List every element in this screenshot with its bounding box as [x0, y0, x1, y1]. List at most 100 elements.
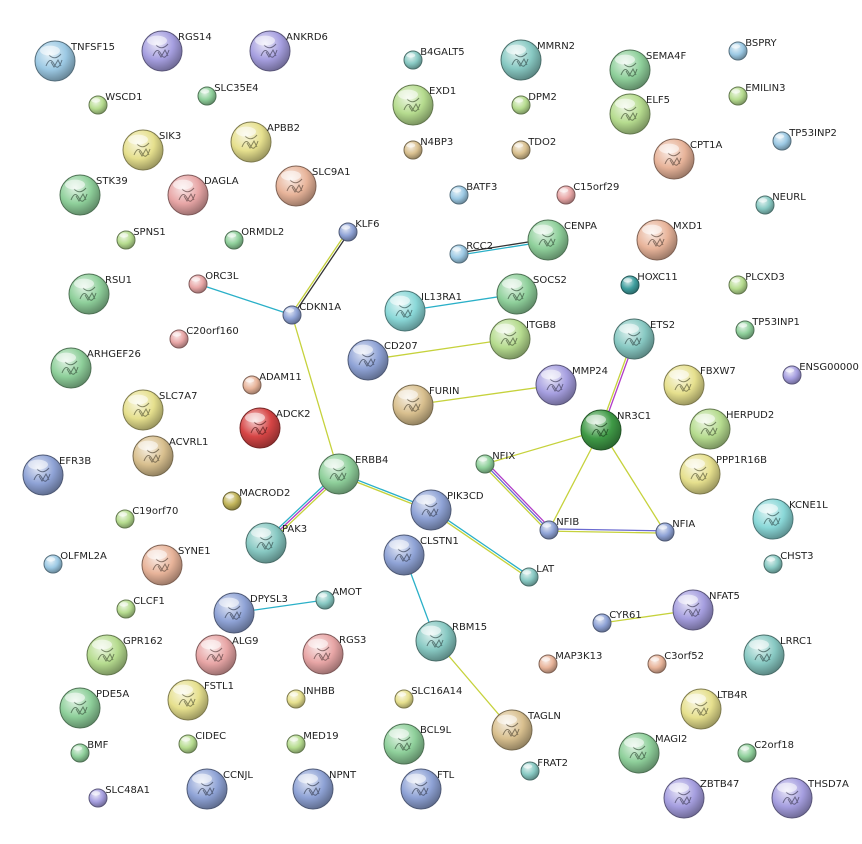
node-batf3[interactable]: BATF3 [449, 182, 497, 205]
node-nfix[interactable]: NFIX [475, 451, 515, 474]
node-mxd1[interactable]: MXD1 [636, 219, 703, 261]
node-wscd1[interactable]: WSCD1 [88, 92, 142, 115]
node-slc16a14[interactable]: SLC16A14 [394, 686, 462, 709]
node-slc7a7[interactable]: SLC7A7 [122, 389, 197, 431]
node-c2orf18[interactable]: C2orf18 [737, 740, 794, 763]
node-spns1[interactable]: SPNS1 [116, 227, 166, 250]
node-hoxc11[interactable]: HOXC11 [620, 272, 678, 295]
node-dpysl3[interactable]: DPYSL3 [213, 592, 288, 634]
node-cyr61[interactable]: CYR61 [592, 610, 642, 633]
node-exd1[interactable]: EXD1 [392, 84, 456, 126]
node-ormdl2[interactable]: ORMDL2 [224, 227, 284, 250]
node-olfml2a[interactable]: OLFML2A [43, 551, 107, 574]
node-rgs3[interactable]: RGS3 [302, 633, 366, 675]
node-cenpa[interactable]: CENPA [527, 219, 597, 261]
node-kcne1l[interactable]: KCNE1L [752, 498, 828, 540]
node-inhbb[interactable]: INHBB [286, 686, 335, 709]
node-fbxw7[interactable]: FBXW7 [663, 364, 736, 406]
node-stk39[interactable]: STK39 [59, 174, 128, 216]
node-herpud2[interactable]: HERPUD2 [689, 408, 774, 450]
node-amot[interactable]: AMOT [315, 587, 363, 610]
node-lat[interactable]: LAT [519, 564, 555, 587]
node-adck2[interactable]: ADCK2 [239, 407, 310, 449]
node-b4galt5[interactable]: B4GALT5 [403, 47, 465, 70]
node-klf6[interactable]: KLF6 [338, 219, 379, 242]
node-c19orf70[interactable]: C19orf70 [115, 506, 178, 529]
node-nr3c1[interactable]: NR3C1 [580, 409, 651, 451]
node-rbm15[interactable]: RBM15 [415, 620, 487, 662]
node-syne1[interactable]: SYNE1 [141, 544, 211, 586]
node-socs2[interactable]: SOCS2 [496, 273, 567, 315]
node-bmf[interactable]: BMF [70, 740, 109, 763]
node-c15orf29[interactable]: C15orf29 [556, 182, 619, 205]
node-ets2[interactable]: ETS2 [613, 318, 675, 360]
node-efr3b[interactable]: EFR3B [22, 454, 91, 496]
node-ccnjl[interactable]: CCNJL [186, 768, 253, 810]
node-thsd7a[interactable]: THSD7A [771, 777, 849, 819]
node-bcl9l[interactable]: BCL9L [383, 723, 452, 765]
node-mmp24[interactable]: MMP24 [535, 364, 608, 406]
node-ppp1r16b[interactable]: PPP1R16B [679, 453, 767, 495]
node-chst3[interactable]: CHST3 [763, 551, 814, 574]
node-fstl1[interactable]: FSTL1 [167, 679, 234, 721]
node-tp53inp1[interactable]: TP53INP1 [735, 317, 800, 340]
node-nfia[interactable]: NFIA [655, 519, 695, 542]
node-pik3cd[interactable]: PIK3CD [410, 489, 484, 531]
node-bspry[interactable]: BSPRY [728, 38, 778, 61]
node-il13ra1[interactable]: IL13RA1 [384, 290, 462, 332]
node-magi2[interactable]: MAGI2 [618, 732, 687, 774]
node-rgs14[interactable]: RGS14 [141, 30, 212, 72]
node-tnfsf15[interactable]: TNFSF15 [34, 40, 115, 82]
node-orc3l[interactable]: ORC3L [188, 271, 239, 294]
node-plcxd3[interactable]: PLCXD3 [728, 272, 785, 295]
node-dpm2[interactable]: DPM2 [511, 92, 557, 115]
node-alg9[interactable]: ALG9 [195, 634, 259, 676]
node-adam11[interactable]: ADAM11 [242, 372, 302, 395]
node-sema4f[interactable]: SEMA4F [609, 49, 686, 91]
node-cdkn1a[interactable]: CDKN1A [282, 302, 341, 325]
node-tp53inp2[interactable]: TP53INP2 [772, 128, 837, 151]
node-slc48a1[interactable]: SLC48A1 [88, 785, 150, 808]
node-frat2[interactable]: FRAT2 [520, 758, 568, 781]
node-nfib[interactable]: NFIB [539, 517, 579, 540]
node-n4bp3[interactable]: N4BP3 [403, 137, 453, 160]
node-ltb4r[interactable]: LTB4R [680, 688, 748, 730]
node-acvrl1[interactable]: ACVRL1 [132, 435, 208, 477]
node-clcf1[interactable]: CLCF1 [116, 596, 165, 619]
node-macrod2[interactable]: MACROD2 [222, 488, 290, 511]
node-c3orf52[interactable]: C3orf52 [647, 651, 704, 674]
node-pak3[interactable]: PAK3 [245, 522, 307, 564]
node-nfat5[interactable]: NFAT5 [672, 589, 740, 631]
node-map3k13[interactable]: MAP3K13 [538, 651, 602, 674]
node-erbb4[interactable]: ERBB4 [318, 453, 388, 495]
node-neurl[interactable]: NEURL [755, 192, 806, 215]
node-arhgef26[interactable]: ARHGEF26 [50, 347, 141, 389]
node-slc9a1[interactable]: SLC9A1 [275, 165, 350, 207]
node-ensg00000[interactable]: ENSG00000 [782, 362, 859, 385]
node-elf5[interactable]: ELF5 [609, 93, 670, 135]
node-sik3[interactable]: SIK3 [122, 129, 181, 171]
node-itgb8[interactable]: ITGB8 [489, 318, 556, 360]
node-lrrc1[interactable]: LRRC1 [743, 634, 812, 676]
node-gpr162[interactable]: GPR162 [86, 634, 163, 676]
node-cidec[interactable]: CIDEC [178, 731, 226, 754]
node-clstn1[interactable]: CLSTN1 [383, 534, 459, 576]
node-rcc2[interactable]: RCC2 [449, 241, 493, 264]
node-apbb2[interactable]: APBB2 [230, 121, 300, 163]
node-tdo2[interactable]: TDO2 [511, 137, 556, 160]
node-ftl[interactable]: FTL [400, 768, 455, 810]
node-slc35e4[interactable]: SLC35E4 [197, 83, 259, 106]
node-tagln[interactable]: TAGLN [491, 709, 561, 751]
node-zbtb47[interactable]: ZBTB47 [663, 777, 739, 819]
node-npnt[interactable]: NPNT [292, 768, 357, 810]
node-ankrd6[interactable]: ANKRD6 [249, 30, 328, 72]
node-med19[interactable]: MED19 [286, 731, 339, 754]
node-emilin3[interactable]: EMILIN3 [728, 83, 785, 106]
node-c20orf160[interactable]: C20orf160 [169, 326, 239, 349]
node-rsu1[interactable]: RSU1 [68, 273, 132, 315]
node-dagla[interactable]: DAGLA [167, 174, 239, 216]
node-furin[interactable]: FURIN [392, 384, 459, 426]
node-cd207[interactable]: CD207 [347, 339, 418, 381]
node-cpt1a[interactable]: CPT1A [653, 138, 722, 180]
node-pde5a[interactable]: PDE5A [59, 687, 129, 729]
